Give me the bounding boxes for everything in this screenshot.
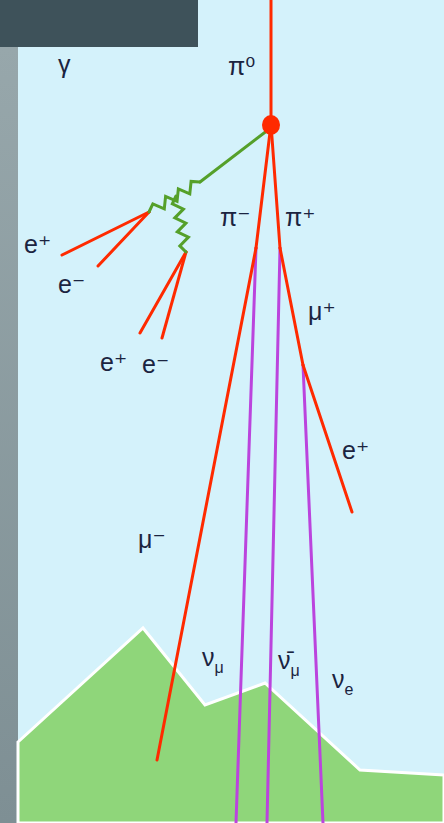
particle-label: ν̄μ bbox=[278, 646, 300, 678]
sky-panel bbox=[18, 0, 444, 823]
muon-track bbox=[280, 248, 303, 365]
particle-label: π⁺ bbox=[285, 203, 315, 231]
particle-label: νe bbox=[332, 665, 353, 697]
particle-label: e⁻ bbox=[142, 350, 169, 378]
symbol-subscript: μ bbox=[215, 659, 224, 676]
side-strip bbox=[0, 47, 18, 823]
top-band bbox=[0, 0, 198, 47]
neutrino-track bbox=[267, 248, 280, 823]
symbol-base: ν bbox=[332, 665, 345, 693]
symbol-subscript: e bbox=[345, 681, 354, 698]
electron-track bbox=[98, 212, 149, 266]
particle-label: νμ bbox=[202, 643, 224, 675]
mountain bbox=[18, 628, 444, 823]
particle-label: γ bbox=[58, 50, 71, 78]
symbol-subscript: μ bbox=[291, 662, 300, 679]
pion-track bbox=[271, 124, 280, 248]
primary-track bbox=[270, 0, 273, 124]
particle-label: μ⁻ bbox=[138, 525, 166, 553]
electron-track bbox=[62, 212, 149, 255]
pi0-track bbox=[200, 130, 268, 182]
electron-track bbox=[162, 252, 186, 338]
interaction-vertex bbox=[262, 115, 280, 135]
particle-label: μ⁺ bbox=[308, 297, 336, 325]
particle-label: e⁺ bbox=[100, 348, 127, 376]
symbol-base: ν̄ bbox=[278, 646, 291, 674]
particle-label: e⁻ bbox=[58, 270, 85, 298]
particle-label: π⁰ bbox=[228, 52, 255, 80]
particle-label: e⁺ bbox=[342, 436, 369, 464]
neutrino-track bbox=[303, 365, 323, 823]
particle-label: π⁻ bbox=[220, 203, 250, 231]
symbol-base: ν bbox=[202, 643, 215, 671]
photon-zigzag bbox=[172, 196, 188, 252]
particle-tracks bbox=[62, 0, 352, 823]
electron-track bbox=[140, 252, 186, 333]
pion-track bbox=[256, 124, 271, 248]
particle-label: e⁺ bbox=[24, 230, 51, 258]
muon-track bbox=[157, 248, 256, 760]
